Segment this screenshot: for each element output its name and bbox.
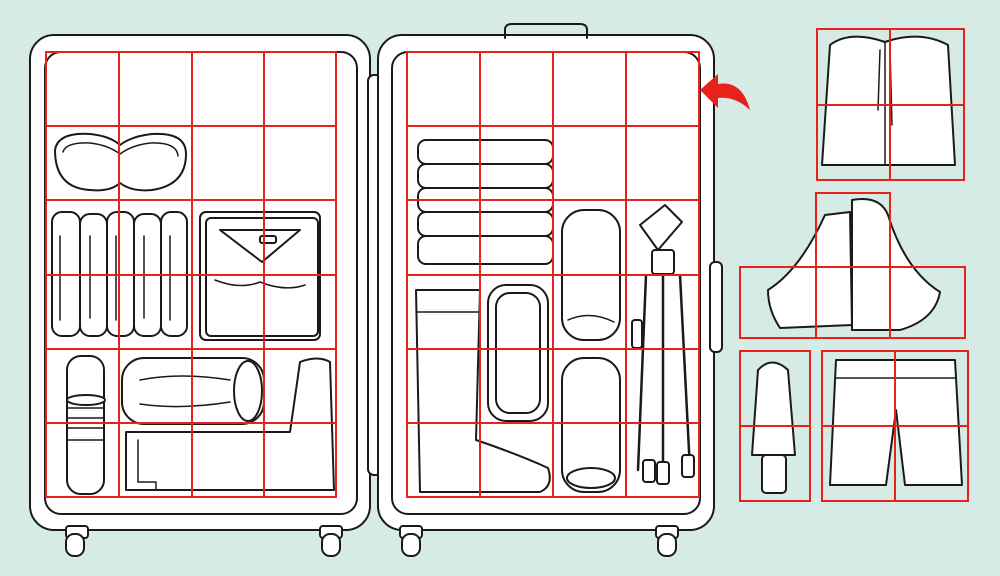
tall-boot-icon (415, 289, 551, 493)
wheel-icon (65, 525, 89, 557)
wheel-icon (655, 525, 679, 557)
handle-icon (504, 23, 588, 39)
sleep-mask-icon (54, 132, 187, 192)
side-handle-icon (709, 261, 723, 353)
folded-shirt-icon (199, 211, 321, 341)
wheel-icon (399, 525, 423, 557)
folded-jacket-icon (821, 35, 956, 166)
rolled-bottle-icon (66, 355, 106, 495)
umbrella-icon (751, 361, 796, 494)
grid-sneakers (739, 266, 966, 339)
folded-shirts-stack-icon (417, 139, 554, 265)
packing-grid-left (45, 51, 337, 498)
wheel-icon (319, 525, 343, 557)
rolled-towel-icon (561, 357, 621, 493)
curved-arrow-left-icon (700, 74, 750, 110)
tripod-icon (631, 204, 695, 485)
boot-lying-icon (125, 357, 335, 491)
sneakers-icon (767, 198, 941, 331)
packing-grid-right (406, 51, 700, 498)
pouch-icon (487, 284, 549, 422)
